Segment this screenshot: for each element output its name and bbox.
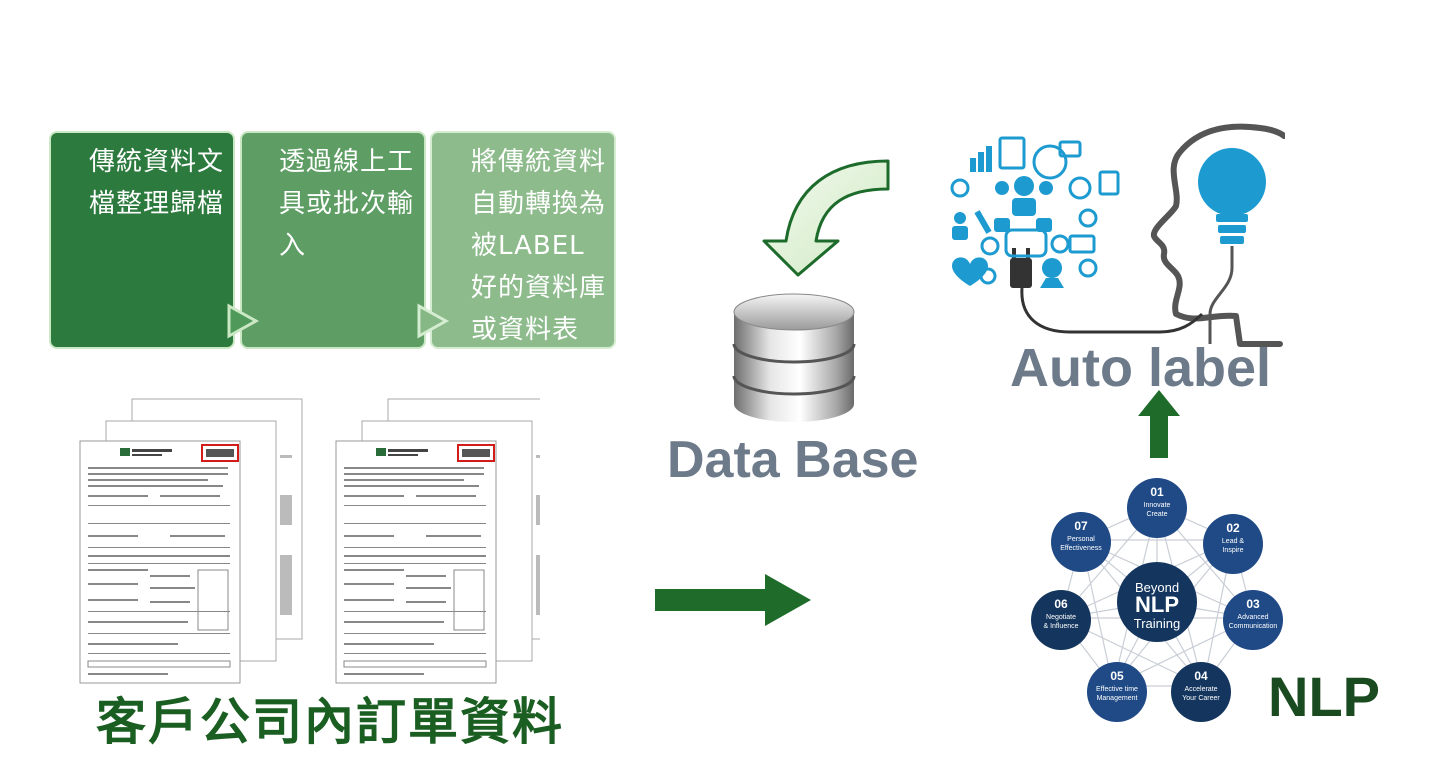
- step-1-line-2: 檔整理歸檔: [89, 189, 225, 219]
- nlp-node-01-line1: Innovate: [1144, 502, 1171, 509]
- nlp-wheel-diagram: Beyond NLP Training 01 Innovate Create 0…: [1031, 478, 1283, 722]
- nlp-node-05: 05 Effective time Management: [1087, 662, 1147, 722]
- nlp-node-06-num: 06: [1054, 597, 1068, 611]
- nlp-node-03-line1: Advanced: [1237, 614, 1268, 621]
- nlp-label: NLP: [1268, 665, 1380, 728]
- nlp-node-03-line2: Communication: [1229, 623, 1278, 630]
- nlp-node-04-line2: Your Career: [1182, 695, 1220, 702]
- nlp-node-04: 04 Accelerate Your Career: [1171, 662, 1231, 722]
- up-arrow-icon: [1138, 390, 1180, 458]
- nlp-node-06-line2: & Influence: [1043, 623, 1078, 630]
- nlp-node-03-num: 03: [1246, 597, 1260, 611]
- step-2-line-3: 入: [279, 231, 307, 261]
- database-label: Data Base: [667, 431, 919, 489]
- nlp-node-02: 02 Lead & Inspire: [1203, 514, 1263, 574]
- curved-arrow-icon: [762, 159, 890, 277]
- document-stack-left: [79, 398, 303, 684]
- chevron-right-icon: [417, 303, 450, 339]
- nlp-node-01: 01 Innovate Create: [1127, 478, 1187, 538]
- step-3-line-3: 被LABEL: [471, 231, 585, 261]
- step-3-line-2: 自動轉換為: [471, 189, 607, 219]
- document-stack-right: [335, 398, 540, 684]
- nlp-node-02-num: 02: [1226, 521, 1240, 535]
- nlp-node-03: 03 Advanced Communication: [1223, 590, 1283, 650]
- nlp-node-06: 06 Negotiate & Influence: [1031, 590, 1091, 650]
- head-lightbulb-icon: [950, 123, 1285, 347]
- nlp-node-07-num: 07: [1074, 519, 1088, 533]
- process-step-3: 將傳統資料 自動轉換為 被LABEL 好的資料庫 或資料表: [430, 131, 616, 349]
- step-2-line-1: 透過線上工: [279, 147, 415, 177]
- nlp-node-02-line2: Inspire: [1222, 547, 1243, 554]
- order-documents-image: [79, 398, 540, 684]
- nlp-node-05-num: 05: [1110, 669, 1124, 683]
- chevron-right-icon: [227, 303, 260, 339]
- nlp-node-05-line2: Management: [1097, 695, 1138, 702]
- nlp-node-04-num: 04: [1194, 669, 1208, 683]
- database-icon: [732, 293, 856, 422]
- nlp-node-02-line1: Lead &: [1222, 538, 1245, 545]
- step-3-line-1: 將傳統資料: [471, 147, 607, 177]
- right-arrow-icon: [655, 574, 811, 626]
- nlp-node-07: 07 Personal Effectiveness: [1051, 512, 1111, 572]
- nlp-node-05-line1: Effective time: [1096, 686, 1138, 693]
- nlp-center-line-3: Training: [1134, 616, 1180, 631]
- nlp-node-06-line1: Negotiate: [1046, 614, 1076, 621]
- nlp-node-07-line1: Personal: [1067, 536, 1095, 543]
- step-3-line-5: 或資料表: [471, 315, 580, 345]
- nlp-node-04-line1: Accelerate: [1184, 686, 1217, 693]
- nlp-center-line-2: NLP: [1135, 592, 1179, 617]
- process-step-2: 透過線上工 具或批次輸 入: [240, 131, 426, 349]
- nlp-node-07-line2: Effectiveness: [1060, 545, 1102, 552]
- step-2-line-2: 具或批次輸: [279, 189, 415, 219]
- step-1-line-1: 傳統資料文: [89, 147, 225, 177]
- nlp-node-01-num: 01: [1150, 485, 1164, 499]
- nlp-center-line-1: Beyond: [1135, 580, 1179, 595]
- nlp-node-01-line2: Create: [1146, 511, 1167, 518]
- auto-label-title: Auto label: [1010, 338, 1272, 398]
- process-step-1: 傳統資料文 檔整理歸檔: [49, 131, 235, 349]
- nlp-center-node: Beyond NLP Training: [1117, 562, 1197, 642]
- documents-label: 客戶公司內訂單資料: [96, 693, 564, 751]
- step-3-line-4: 好的資料庫: [471, 273, 607, 303]
